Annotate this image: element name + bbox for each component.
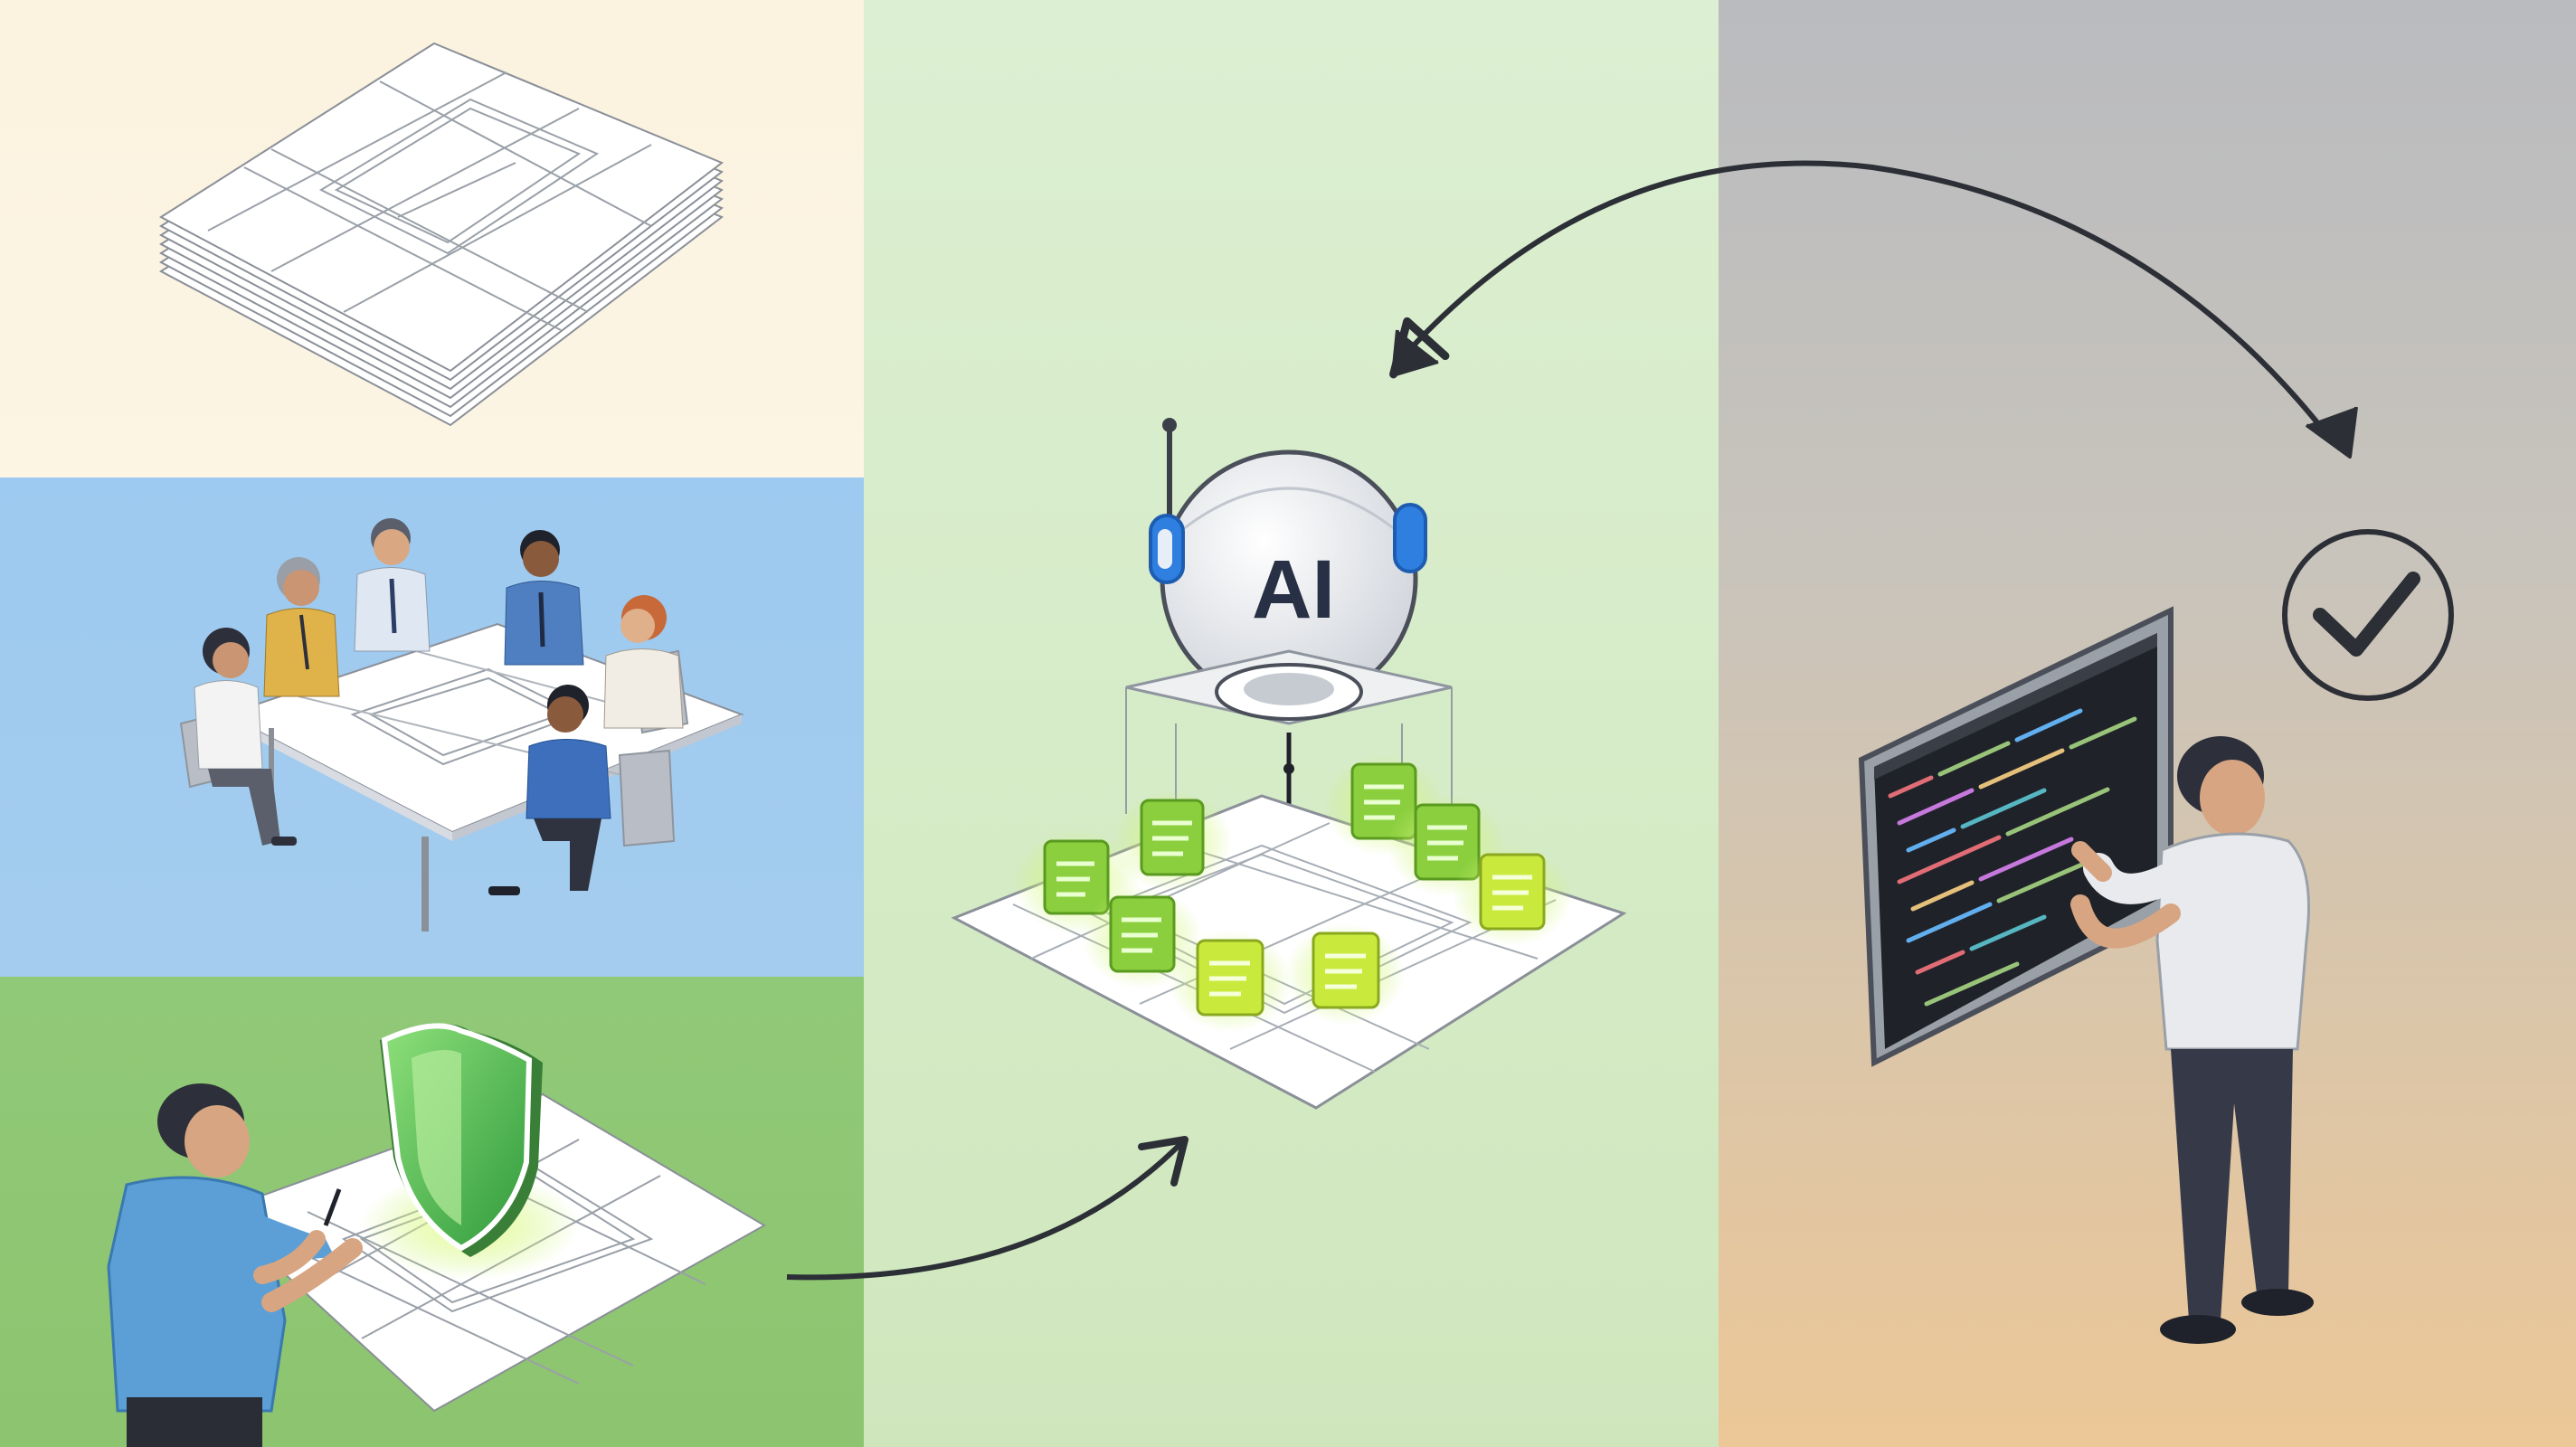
code-monitor-icon [1858, 606, 2174, 1067]
insight-cards [1013, 754, 1572, 1032]
reviewer-person [107, 1083, 363, 1447]
developer-person [2070, 736, 2314, 1344]
cycle-arrow-icon [1389, 160, 2358, 459]
meeting-table-icon [179, 518, 744, 932]
curved-arrow-icon [786, 1136, 1189, 1281]
shield-icon [380, 1023, 543, 1257]
blueprint-stack-icon [159, 42, 724, 427]
security-review-scene [107, 1023, 767, 1447]
robot-icon: AI [1125, 418, 1453, 966]
robot-label: AI [1252, 544, 1335, 636]
checkmark-circle-icon [2282, 529, 2454, 701]
